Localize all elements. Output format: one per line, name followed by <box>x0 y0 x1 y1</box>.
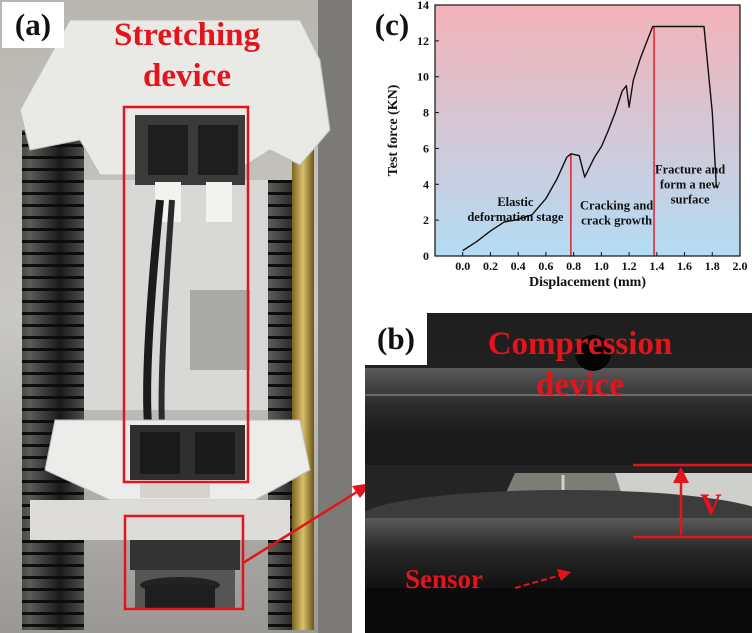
force-displacement-panel: 0.0 0.2 0.4 0.6 0.8 1.0 1.2 1.4 1.6 1.8 2.0 0 2 4 6 8 10… <box>365 0 752 310</box>
x-tick-label: 0.4 <box>511 259 526 273</box>
left-screw-column <box>22 130 84 630</box>
y-tick-label: 8 <box>423 106 429 120</box>
stretching-device-photo: (a) Stretching device <box>0 0 352 633</box>
y-tick-label: 2 <box>423 213 429 227</box>
x-tick-label: 0.6 <box>538 259 553 273</box>
stage-annotation-line: surface <box>671 193 710 207</box>
y-tick-label: 10 <box>417 70 429 84</box>
force-curve-1 <box>462 25 718 252</box>
x-tick-label: 1.4 <box>649 259 664 273</box>
plot-area <box>435 5 740 256</box>
y-tick-label: 0 <box>423 249 429 263</box>
gap-label: V <box>700 488 722 521</box>
y-tick-label: 14 <box>417 0 429 12</box>
stretching-device-illustration <box>0 0 352 633</box>
stretching-device-title: Stretching device <box>92 18 282 93</box>
y-tick-label: 4 <box>423 177 429 191</box>
y-tick-label: 12 <box>417 34 429 48</box>
plot-frame <box>434 4 741 257</box>
compression-device-title-line1: Compression <box>487 326 673 362</box>
stretching-device-title-line1: Stretching <box>113 17 261 53</box>
stage-annotation-line: deformation stage <box>467 210 564 224</box>
x-tick-label: 0.0 <box>455 259 470 273</box>
compression-device-title: Compression device <box>435 327 725 402</box>
compression-device-illustration <box>365 313 752 633</box>
stretching-device-box <box>122 105 250 484</box>
stage-annotation-line: form a new <box>660 178 720 192</box>
x-tick-label: 2.0 <box>733 259 748 273</box>
compression-device-title-line2: device <box>536 366 624 403</box>
stage-annotation-line: Cracking and <box>580 198 653 212</box>
stage-annotation-line: Elastic <box>497 195 534 209</box>
force-displacement-chart: 0.0 0.2 0.4 0.6 0.8 1.0 1.2 1.4 1.6 1.8 2.0 0 2 4 6 8 10… <box>386 0 748 290</box>
stage-annotation-line: crack growth <box>581 213 652 227</box>
x-tick-label: 1.2 <box>622 259 637 273</box>
y-axis-label: Test force (KN) <box>386 84 401 176</box>
x-tick-label: 1.0 <box>594 259 609 273</box>
x-tick-label: 0.2 <box>483 259 498 273</box>
guide-rod <box>292 60 314 630</box>
compression-device-photo: (b) Compression device V Sensor <box>365 313 752 633</box>
panel-c-label: (c) <box>374 7 410 42</box>
sensor-label: Sensor <box>405 564 484 594</box>
panel-a-label: (a) <box>2 2 64 48</box>
x-tick-label: 1.8 <box>705 259 720 273</box>
panel-b-label: (b) <box>365 313 427 365</box>
y-tick-label: 6 <box>423 141 429 155</box>
x-tick-label: 0.8 <box>566 259 581 273</box>
stretching-device-title-line2: device <box>143 57 231 94</box>
stage-annotation-line: Fracture and <box>655 163 725 177</box>
x-tick-label: 1.6 <box>677 259 692 273</box>
x-axis-label: Displacement (mm) <box>529 275 646 290</box>
right-screw-column <box>268 180 294 630</box>
